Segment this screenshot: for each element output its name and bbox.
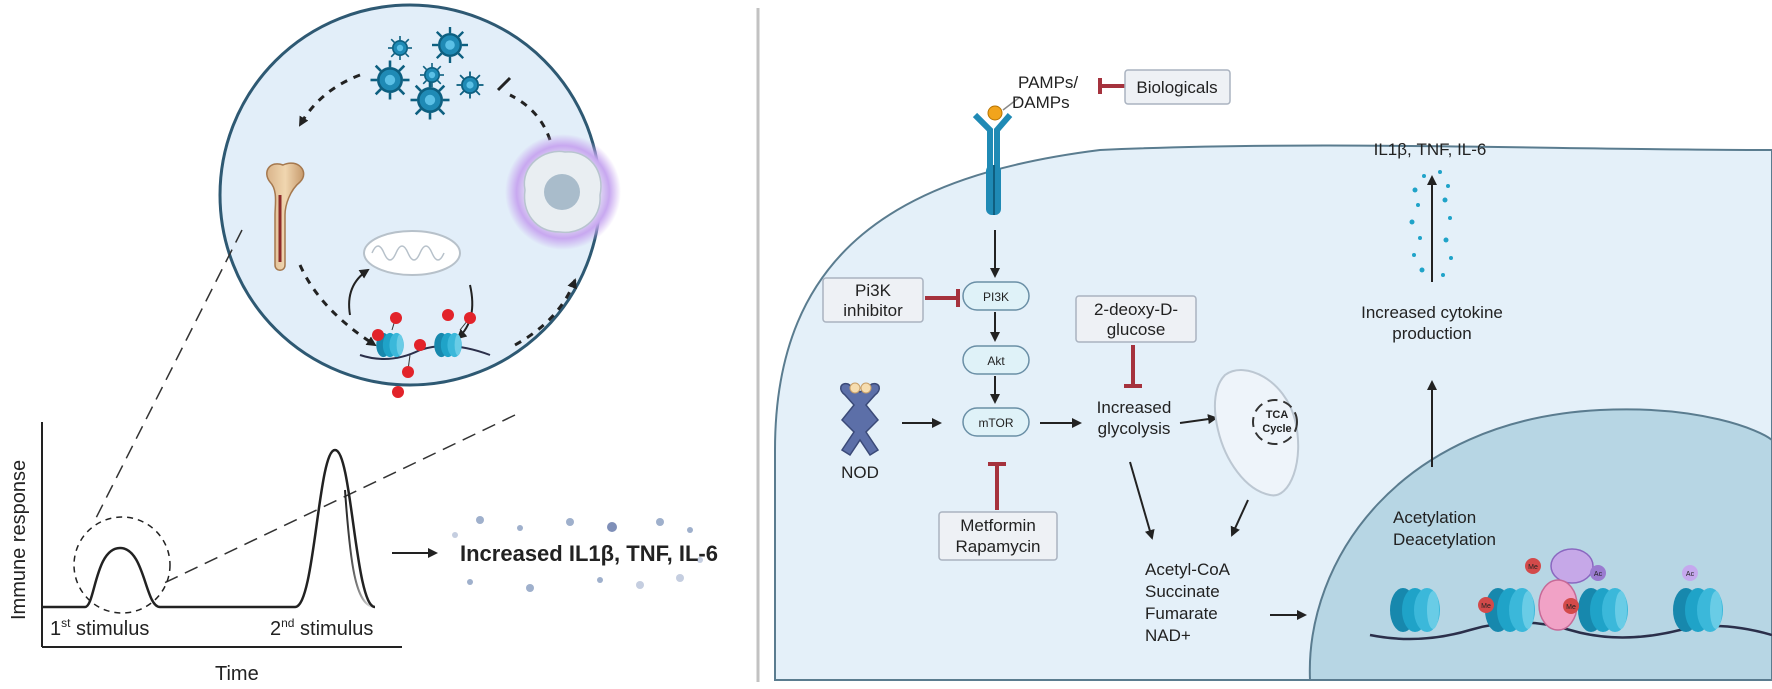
metabolite-3: NAD+ <box>1145 626 1191 645</box>
outcome-label: Increased IL1β, TNF, IL-6 <box>460 541 718 566</box>
svg-text:Ac: Ac <box>1594 571 1603 578</box>
biologicals-box <box>1124 69 1231 105</box>
akt-node <box>962 345 1030 375</box>
stimulus-2-label: 2nd stimulus <box>270 616 373 640</box>
me-mark-3: Me <box>1563 598 1579 614</box>
pi3k-label: PI3K <box>983 290 1009 304</box>
right-panel: PAMPs/ DAMPs Biologicals PI3K Akt mTOR P… <box>774 69 1772 681</box>
cytokine-production-label-2: production <box>1392 324 1471 343</box>
svg-text:Ac: Ac <box>1686 571 1695 578</box>
pamps-label-2: DAMPs <box>1012 93 1070 112</box>
metabolite-0: Acetyl-CoA <box>1145 560 1231 579</box>
metabolite-1: Succinate <box>1145 582 1220 601</box>
first-response-highlight <box>73 516 171 614</box>
ligand-pointer <box>1002 96 1021 111</box>
me-mark-1: Me <box>1478 597 1494 613</box>
rapamycin-label: Rapamycin <box>955 537 1040 556</box>
zoom-line-left <box>94 229 243 521</box>
svg-text:Me: Me <box>1481 603 1491 610</box>
cycle-arrow-virus-to-bone <box>298 73 361 127</box>
mtor-node <box>962 407 1030 437</box>
trained-immune-cell-icon <box>505 134 621 250</box>
mtor-label: mTOR <box>978 416 1013 430</box>
metformin-rapamycin-box <box>938 511 1058 561</box>
akt-label: Akt <box>987 354 1005 368</box>
tca-to-metabolites-arrow <box>1230 499 1249 537</box>
tca-label-1: TCA <box>1266 409 1289 421</box>
deoxyglucose-label-1: 2-deoxy-D- <box>1094 300 1178 319</box>
mito-to-chromatin-arrow-left <box>348 268 370 316</box>
metformin-label: Metformin <box>960 516 1036 535</box>
deoxyglucose-label-2: glucose <box>1107 320 1166 339</box>
mitochondrion-icon <box>363 230 461 276</box>
svg-text:Me: Me <box>1566 604 1576 611</box>
pi3k-inhibitor-label-1: Pi3K <box>855 281 892 300</box>
x-axis-label: Time <box>215 663 259 685</box>
biologicals-label: Biologicals <box>1136 78 1217 97</box>
deoxyglucose-box <box>1075 295 1197 343</box>
nod-label: NOD <box>841 463 879 482</box>
left-panel: Immune response Time 1st stimulus 2nd st… <box>8 3 718 685</box>
cycle-arrow-chromatin-to-cell <box>514 278 577 347</box>
y-axis-label: Immune response <box>8 460 30 620</box>
tca-mitochondrion-icon <box>1213 369 1300 497</box>
me-mark-2: Me <box>1525 558 1541 574</box>
acetylation-label: Acetylation <box>1393 508 1476 527</box>
epigenetic-chromatin-icon <box>359 309 491 398</box>
svg-text:Me: Me <box>1528 564 1538 571</box>
cycle-arrow-cell-to-virus <box>509 93 552 141</box>
curve-fade <box>344 489 376 608</box>
ac-mark-1: Ac <box>1590 565 1606 581</box>
secreted-cytokine-dots <box>1409 170 1453 277</box>
glycolysis-label-1: Increased <box>1097 398 1172 417</box>
cytokine-dots <box>452 516 703 592</box>
bone-marrow-icon <box>266 162 305 271</box>
metabolite-2: Fumarate <box>1145 604 1218 623</box>
tca-label-2: Cycle <box>1262 423 1291 435</box>
pi3k-node <box>962 281 1030 311</box>
glycolysis-to-metabolites-arrow <box>1129 461 1155 540</box>
receptor-icon <box>972 105 1013 215</box>
pi3k-inhibitor-label-2: inhibitor <box>843 301 903 320</box>
secreted-cytokines-label: IL1β, TNF, IL-6 <box>1374 140 1487 159</box>
deacetylation-label: Deacetylation <box>1393 530 1496 549</box>
acetyltransferase-enzyme <box>1550 548 1594 584</box>
stimulus-1-label: 1st stimulus <box>50 616 149 640</box>
glycolysis-label-2: glycolysis <box>1098 419 1171 438</box>
cytokine-production-label-1: Increased cytokine <box>1361 303 1503 322</box>
glycolysis-to-tca-arrow <box>1179 414 1218 425</box>
pamps-label-1: PAMPs/ <box>1018 73 1078 92</box>
immune-response-curve <box>42 448 376 609</box>
nod-receptor-icon <box>840 382 880 457</box>
inhibition-tick <box>496 76 512 92</box>
ac-mark-2: Ac <box>1682 565 1698 581</box>
pi3k-inhibitor-box <box>822 277 924 323</box>
